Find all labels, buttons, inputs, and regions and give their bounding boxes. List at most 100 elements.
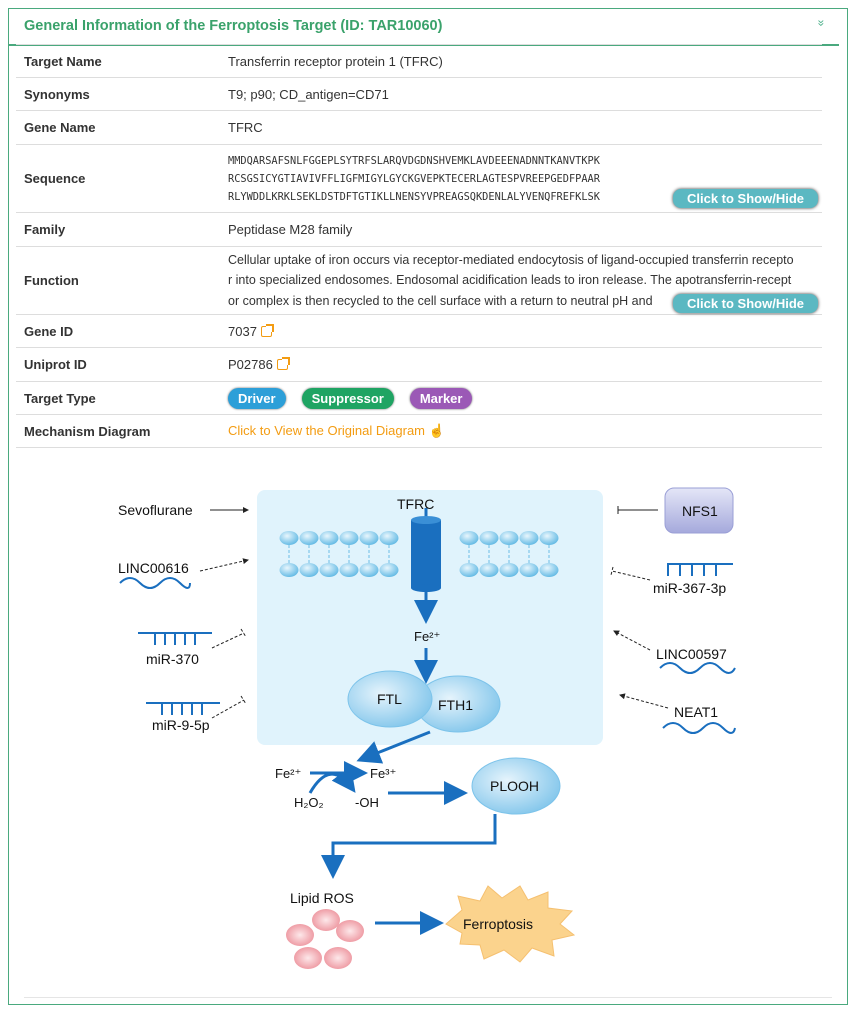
row-label: Function <box>16 246 220 315</box>
uniprot-id-link[interactable]: P02786 <box>228 357 273 372</box>
table-row: Synonyms T9; p90; CD_antigen=CD71 <box>16 77 822 111</box>
target-type-cell: Driver Suppressor Marker <box>220 381 822 415</box>
lipid-head <box>459 531 479 545</box>
lipid-head <box>519 531 539 545</box>
linc00616-label: LINC00616 <box>118 560 189 576</box>
lipid-head <box>499 563 519 577</box>
synonyms-value: T9; p90; CD_antigen=CD71 <box>220 77 822 111</box>
mir9-label: miR-9-5p <box>152 717 210 733</box>
double-chevron-down-icon[interactable]: » <box>814 19 829 27</box>
lipid-head <box>319 563 339 577</box>
lipid-head <box>479 531 499 545</box>
lipid-head <box>299 563 319 577</box>
nfs1-label: NFS1 <box>682 503 718 519</box>
lipid-head <box>359 563 379 577</box>
panel-title: General Information of the Ferroptosis T… <box>24 18 443 34</box>
function-line: or complex is then recycled to the cell … <box>228 293 653 308</box>
row-label: Sequence <box>16 144 220 213</box>
sevoflurane-label: Sevoflurane <box>118 502 193 518</box>
fth1-label: FTH1 <box>438 697 473 713</box>
membrane-bilayer <box>279 531 559 577</box>
divider <box>24 997 832 998</box>
lipid-head <box>339 531 359 545</box>
suppressor-badge[interactable]: Suppressor <box>301 387 394 409</box>
row-label: Uniprot ID <box>16 347 220 382</box>
function-cell: Cellular uptake of iron occurs via recep… <box>220 246 822 315</box>
panel-header[interactable]: General Information of the Ferroptosis T… <box>9 9 839 46</box>
inhibit-line <box>211 628 247 649</box>
arrow <box>321 814 497 879</box>
table-row: Uniprot ID P02786 <box>16 347 822 382</box>
uniprot-id-cell: P02786 <box>220 347 822 382</box>
h2o2-label: H₂O₂ <box>294 795 324 810</box>
function-toggle-button[interactable]: Click to Show/Hide <box>672 294 818 314</box>
row-label: Mechanism Diagram <box>16 414 220 448</box>
function-line: r into specialized endosomes. Endosomal … <box>228 273 792 288</box>
tfrc-receptor <box>411 508 441 603</box>
arrow <box>356 730 431 764</box>
ferroptosis-label: Ferroptosis <box>463 916 533 932</box>
linc00597-label: LINC00597 <box>656 646 727 662</box>
table-row: Gene Name TFRC <box>16 110 822 145</box>
table-row: Sequence MMDQARSAFSNLFGGEPLSYTRFSLARQVDG… <box>16 144 822 213</box>
info-table: Target Name Transferrin receptor protein… <box>16 44 822 448</box>
row-label: Gene Name <box>16 110 220 145</box>
arrow <box>613 630 651 651</box>
table-row: Family Peptidase M28 family <box>16 212 822 247</box>
external-link-icon[interactable] <box>260 323 274 337</box>
external-link-icon[interactable] <box>276 357 290 370</box>
mechanism-cell: Click to View the Original Diagram ☝ <box>220 414 822 448</box>
inhibit-line <box>617 506 658 514</box>
function-line: Cellular uptake of iron occurs via recep… <box>228 252 794 267</box>
mirna-icon <box>138 632 212 645</box>
rna-wave-icon <box>119 577 191 589</box>
ftl-protein <box>347 670 433 728</box>
plooh-node <box>471 757 561 815</box>
ftl-label: FTL <box>377 691 402 707</box>
sequence-toggle-button[interactable]: Click to Show/Hide <box>672 188 818 208</box>
sequence-line: RLYWDDLKRKLSEKLDSTDFTGTIKLLNENSYVPREAGSQ… <box>228 190 600 203</box>
lipid-ros-cluster <box>286 909 364 969</box>
lipid-head <box>459 563 479 577</box>
lipid-head <box>339 563 359 577</box>
lipid-ros-label: Lipid ROS <box>290 890 354 906</box>
arrow <box>619 693 669 709</box>
gene-id-link[interactable]: 7037 <box>228 323 257 339</box>
lipid-head <box>539 531 559 545</box>
inhibit-line <box>211 695 247 719</box>
nfs1-box <box>664 487 734 534</box>
rna-wave-icon <box>659 662 736 674</box>
mir370-label: miR-370 <box>146 651 199 667</box>
target-name-value: Transferrin receptor protein 1 (TFRC) <box>220 44 822 78</box>
driver-badge[interactable]: Driver <box>228 387 286 409</box>
mechanism-diagram: TFRC Fe²⁺ FTL FTH1 Sevoflurane LINC00616… <box>118 487 736 969</box>
lipid-head <box>319 531 339 545</box>
fe2-label: Fe²⁺ <box>414 629 440 644</box>
lipid-head <box>299 531 319 545</box>
lipid-head <box>479 563 499 577</box>
gene-name-value: TFRC <box>220 110 822 145</box>
lipid-head <box>279 563 299 577</box>
row-label: Family <box>16 212 220 247</box>
rna-wave-icon <box>662 722 736 734</box>
mir367-label: miR-367-3p <box>653 580 726 596</box>
row-label: Gene ID <box>16 314 220 348</box>
sequence-line: MMDQARSAFSNLFGGEPLSYTRFSLARQVDGDNSHVEMKL… <box>228 154 600 167</box>
lipid-head <box>279 531 299 545</box>
inhibit-line <box>610 566 651 581</box>
lipid-head <box>379 531 399 545</box>
gene-id-cell: 7037 <box>220 314 822 348</box>
view-diagram-link[interactable]: Click to View the Original Diagram <box>228 423 425 438</box>
table-row: Mechanism Diagram Click to View the Orig… <box>16 414 822 448</box>
lipid-head <box>499 531 519 545</box>
row-label: Synonyms <box>16 77 220 111</box>
lipid-head <box>359 531 379 545</box>
mirna-icon <box>146 702 220 715</box>
family-value: Peptidase M28 family <box>220 212 822 247</box>
ferroptosis-burst <box>445 885 576 963</box>
neat1-label: NEAT1 <box>674 704 718 720</box>
hand-pointer-icon[interactable]: ☝ <box>428 423 445 438</box>
arrow <box>199 558 249 572</box>
marker-badge[interactable]: Marker <box>409 387 473 409</box>
